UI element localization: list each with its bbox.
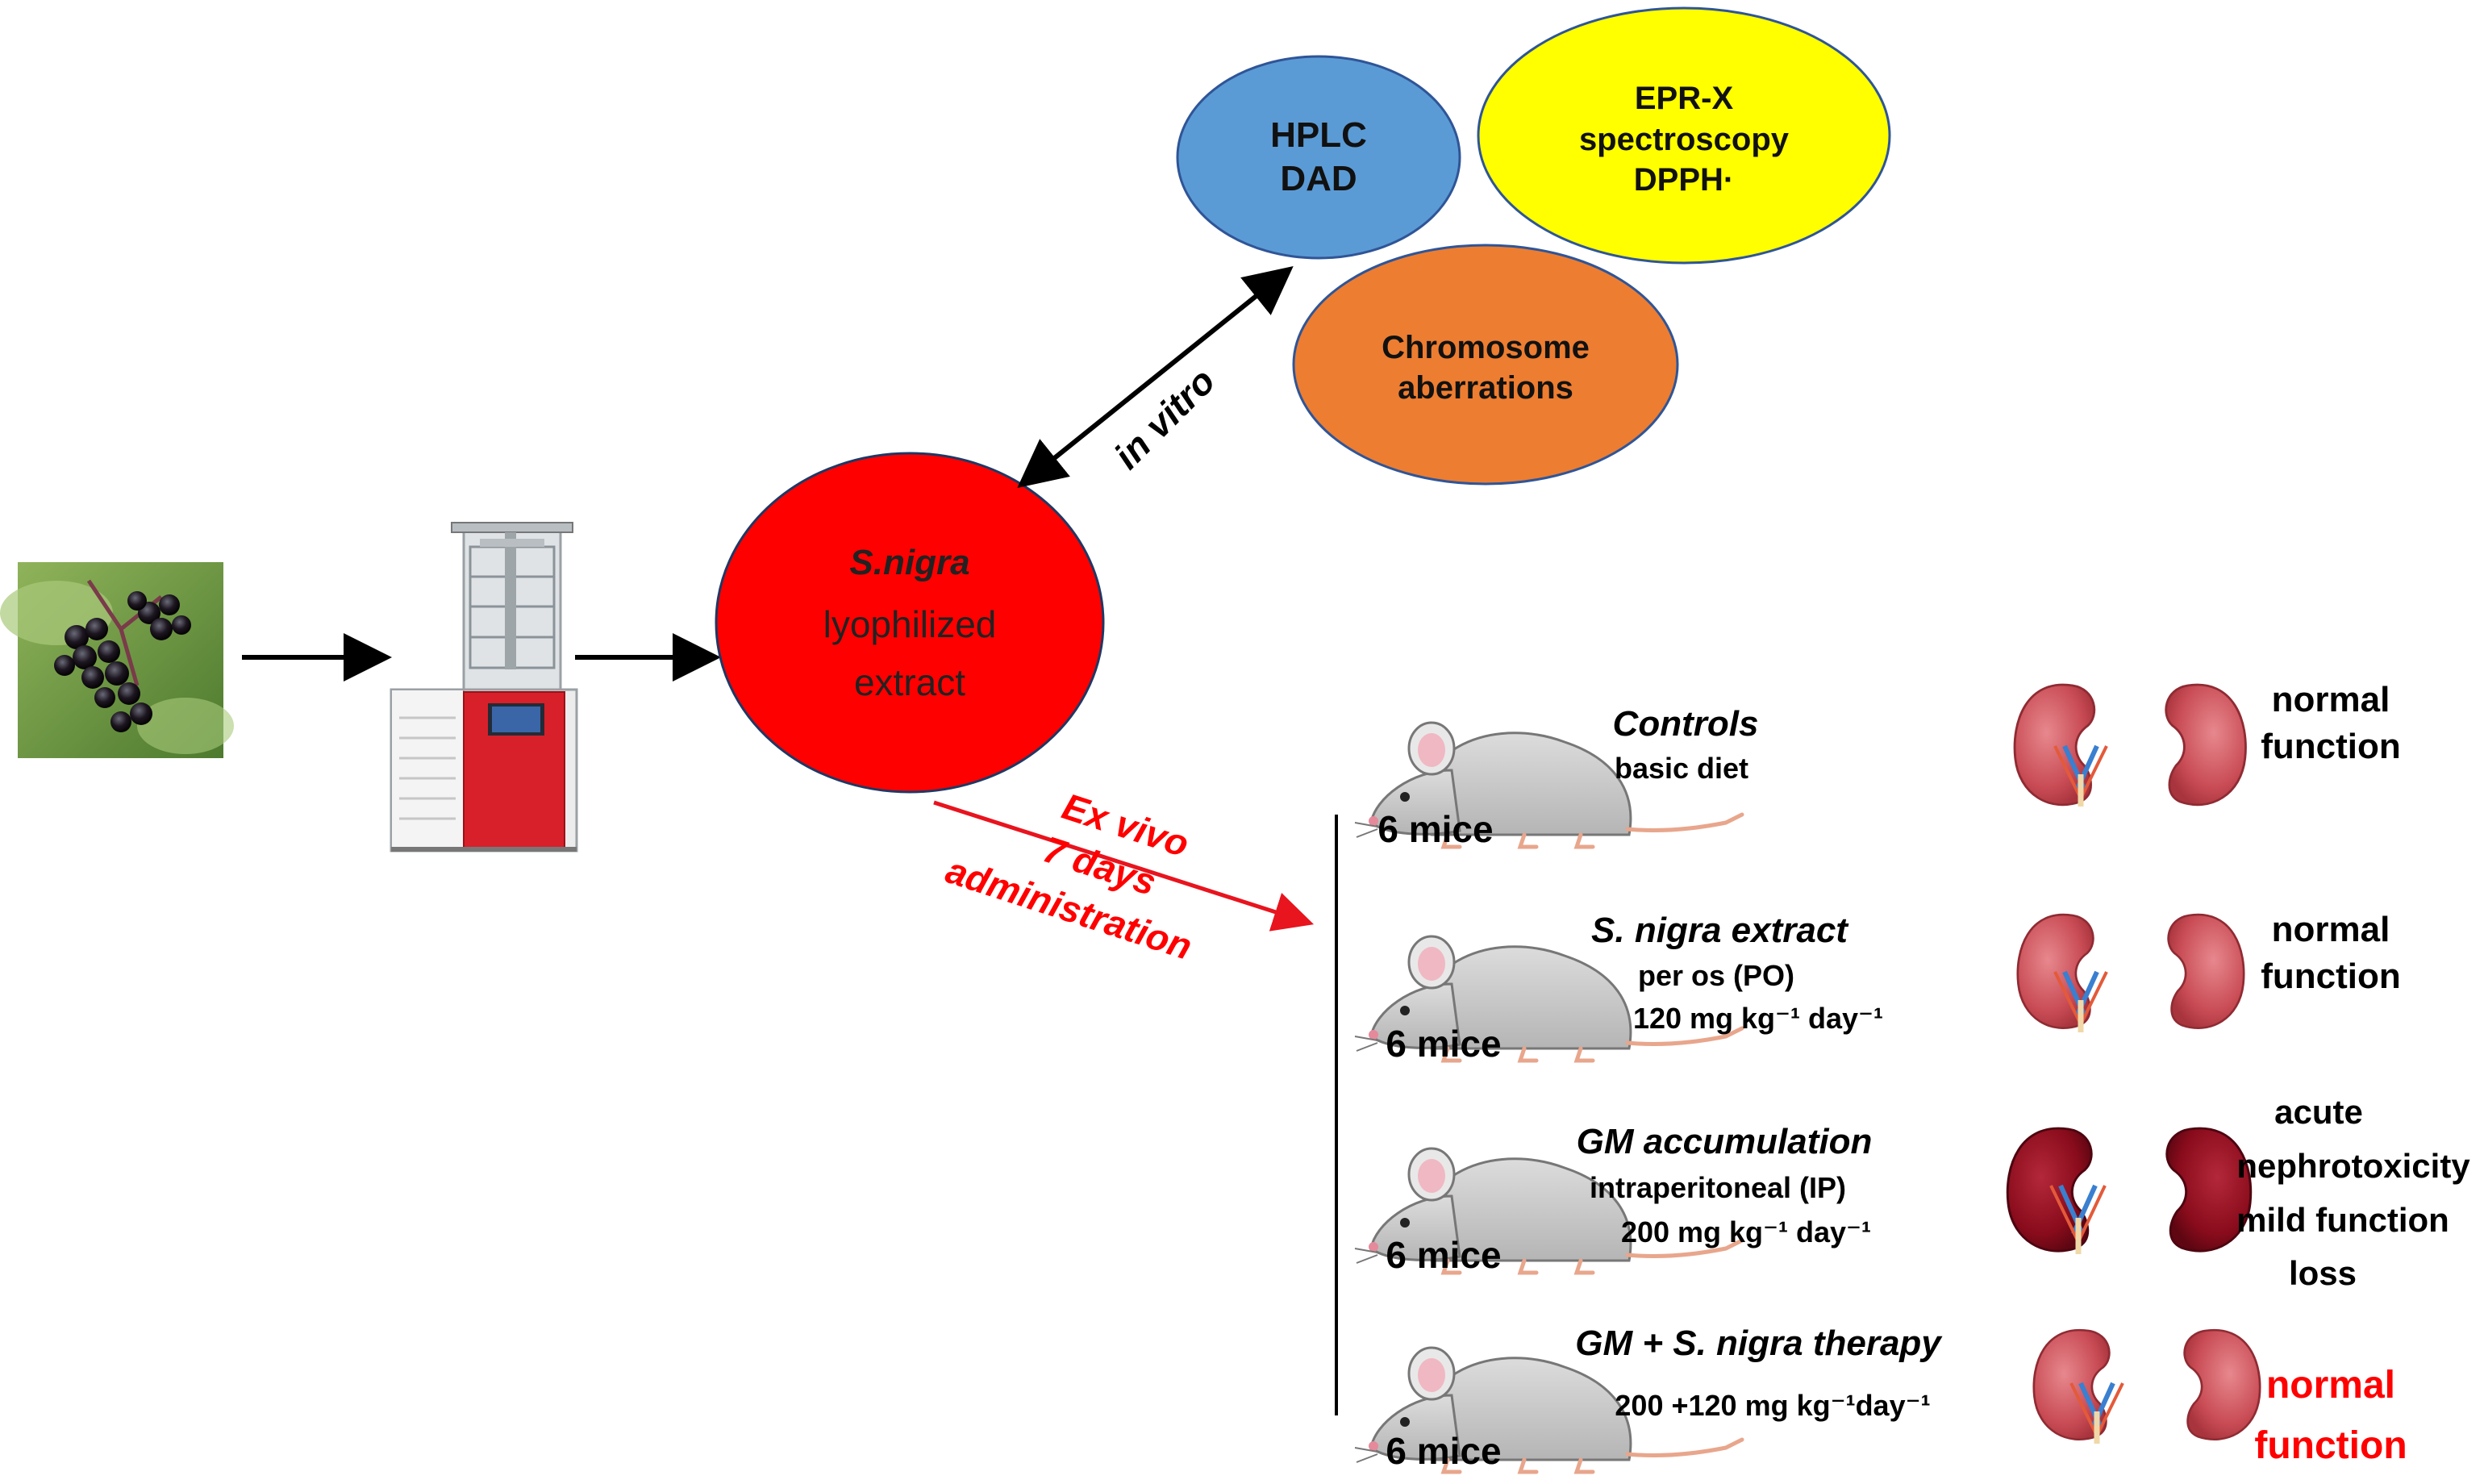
group-detail: intraperitoneal (IP) [1590,1171,1846,1204]
ex-vivo-arrow [933,800,1315,932]
group-controls: 6 mice Controls basic diet normal functi… [1355,680,2401,850]
hplc-node: HPLC DAD [1176,55,1461,260]
damaged-kidney-icon [2006,1127,2253,1254]
chromosome-label-2: aberrations [1398,370,1573,406]
epr-label-1: EPR-X [1635,81,1734,116]
epr-node: EPR-X spectroscopy DPPH· [1477,6,1891,265]
group-gm-accumulation: 6 mice GM accumulation intraperitoneal (… [1355,1093,2470,1292]
in-vitro-label: in vitro [1106,360,1223,477]
group-title: S. nigra extract [1591,911,1849,950]
group-detail: 120 mg kg⁻¹ day⁻¹ [1633,1002,1883,1035]
hplc-label-2: DAD [1280,159,1357,198]
group-count: 6 mice [1386,1430,1501,1472]
kidney-icon [2013,683,2247,807]
ex-vivo-label: Ex vivo 7 days administration [941,785,1197,968]
chromosome-node: Chromosome aberrations [1292,244,1679,486]
in-vitro-arrow [1017,265,1294,489]
extract-label-species: S.nigra [849,543,969,582]
group-title: GM + S. nigra therapy [1575,1324,1943,1363]
kidney-icon [2032,1328,2261,1444]
group-gm-s-nigra-therapy: 6 mice GM + S. nigra therapy 200 +120 mg… [1355,1324,2407,1472]
extract-node: S.nigra lyophilized extract [715,452,1105,794]
group-count: 6 mice [1377,808,1493,850]
outcome-line: normal [2272,910,2390,949]
outcome-line: function [2261,957,2401,996]
group-detail: 200 +120 mg kg⁻¹day⁻¹ [1615,1389,1930,1422]
chromosome-label-1: Chromosome [1382,330,1590,365]
hplc-label-1: HPLC [1270,115,1367,155]
group-s-nigra-extract: 6 mice S. nigra extract per os (PO) 120 … [1355,910,2401,1065]
freeze-dryer-icon [390,522,578,852]
group-detail: per os (PO) [1638,959,1794,992]
group-count: 6 mice [1386,1023,1501,1065]
outcome-line-highlight: normal [2266,1364,2395,1407]
elderberry-photo [0,562,234,758]
outcome-line-highlight: function [2254,1424,2407,1467]
outcome-line: loss [2289,1254,2357,1292]
extract-label-line3: extract [854,661,965,703]
group-title: GM accumulation [1577,1122,1873,1161]
outcome-line: function [2261,727,2401,766]
epr-label-2: spectroscopy [1579,122,1790,157]
group-count: 6 mice [1386,1234,1501,1276]
extract-label-line2: lyophilized [823,603,997,645]
group-title: Controls [1613,704,1759,744]
outcome-line: acute [2274,1093,2363,1131]
epr-label-3: DPPH· [1634,162,1734,198]
outcome-line: nephrotoxicity [2236,1147,2470,1185]
outcome-line: mild function [2236,1201,2449,1239]
kidney-icon [2016,913,2245,1032]
group-detail: 200 mg kg⁻¹ day⁻¹ [1621,1215,1871,1248]
group-detail: basic diet [1615,752,1748,785]
outcome-line: normal [2272,680,2390,719]
